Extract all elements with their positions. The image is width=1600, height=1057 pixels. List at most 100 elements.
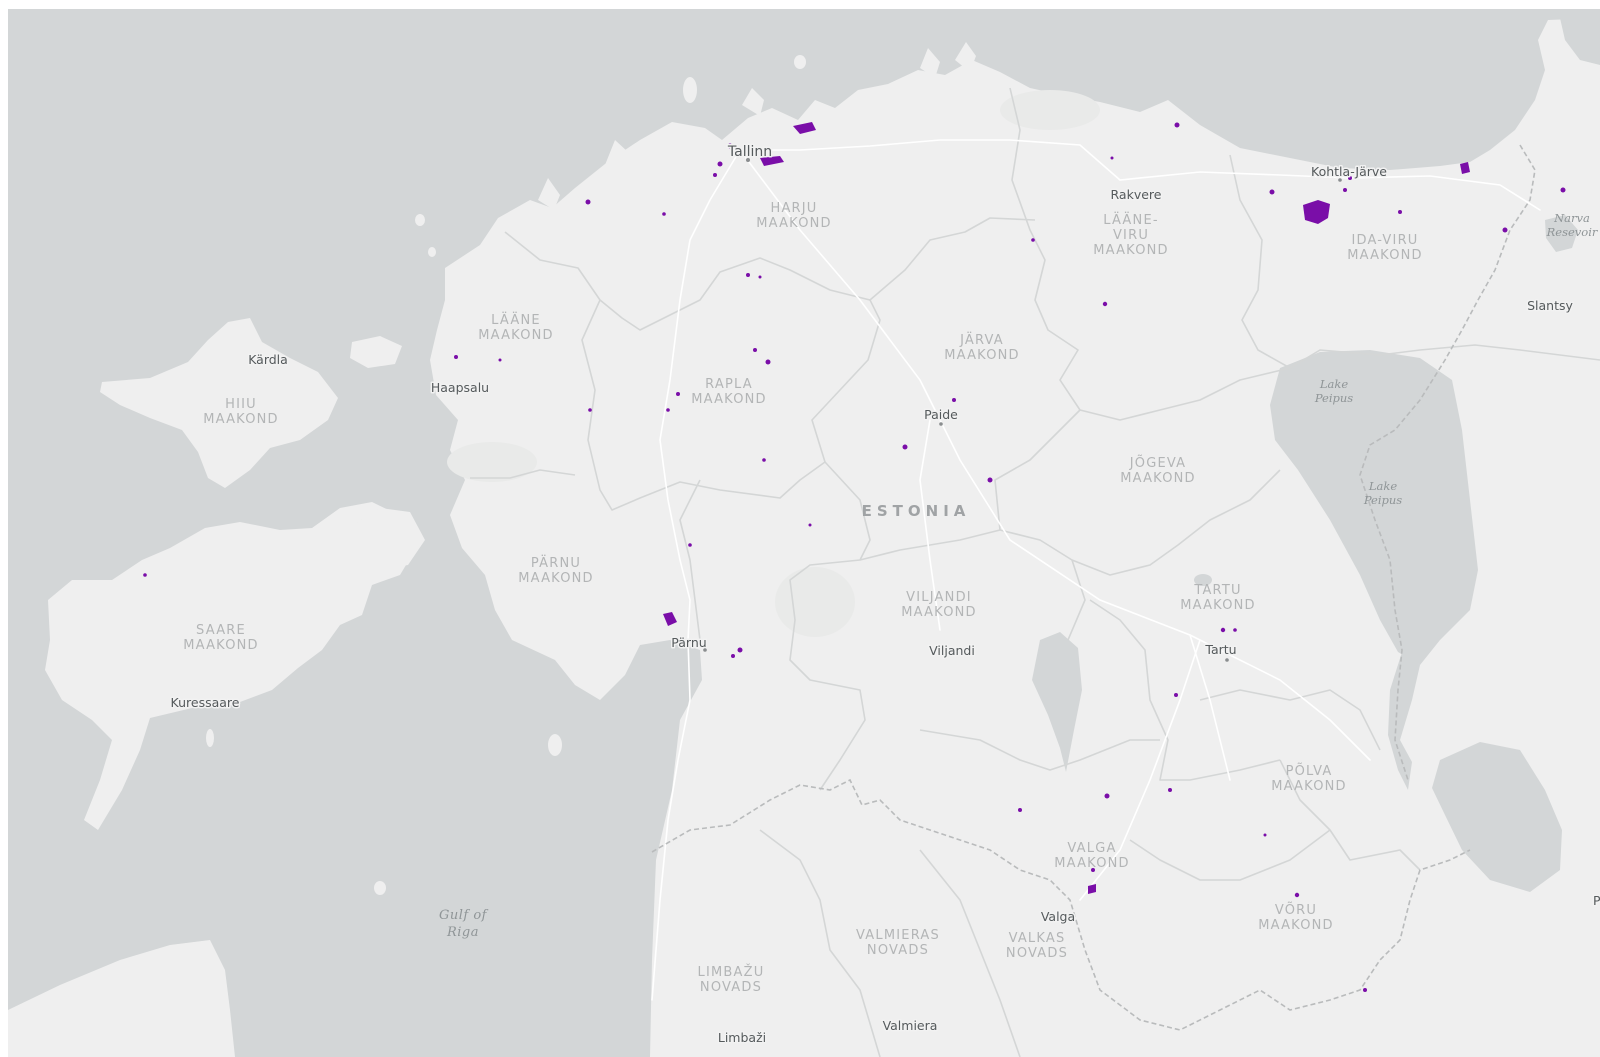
small-island-1 — [374, 881, 386, 895]
county-label-polva: PÕLVA — [1286, 763, 1333, 779]
city-label-edge-p: P — [1593, 893, 1600, 908]
county-labels: HARJU MAAKOND LÄÄNE- VIRU MAAKOND IDA-VI… — [183, 201, 1423, 995]
city-label-rakvere: Rakvere — [1111, 187, 1162, 202]
county-label-valkas-2: NOVADS — [1006, 946, 1068, 961]
county-label-voru-2: MAAKOND — [1258, 918, 1334, 933]
muhu-island — [345, 508, 425, 570]
county-label-ida-viru: IDA-VIRU — [1351, 233, 1418, 248]
feature-narva-coast — [1460, 162, 1470, 174]
highlighted-features — [143, 122, 1566, 992]
city-label-kohtla-jarve: Kohtla-Järve — [1311, 164, 1387, 179]
county-label-laane-2: MAAKOND — [478, 328, 554, 343]
feature-valga — [1088, 884, 1096, 894]
water-label-narva-line1: Narva — [1553, 211, 1590, 225]
narva-reservoir — [1545, 215, 1578, 252]
county-label-viljandi-2: MAAKOND — [901, 605, 977, 620]
north-peninsula-2 — [605, 140, 628, 172]
northern-shaded-area — [1000, 90, 1100, 130]
county-label-valmieras-2: NOVADS — [867, 943, 929, 958]
vormsi-island — [350, 336, 402, 368]
north-peninsula-4 — [920, 48, 940, 78]
county-label-hiiu-2: MAAKOND — [203, 412, 279, 427]
county-label-tartu: TARTU — [1193, 583, 1241, 598]
county-label-parnu: PÄRNU — [531, 555, 581, 571]
city-label-valga: Valga — [1041, 909, 1075, 924]
county-label-polva-2: MAAKOND — [1271, 779, 1347, 794]
water-label-narva-line2: Resevoir — [1546, 225, 1599, 239]
mainland-landmass — [430, 18, 1600, 1057]
hiiumaa-island — [100, 318, 338, 488]
country-label-estonia: ESTONIA — [862, 502, 971, 520]
water-label-gulf-riga-line1: Gulf of — [439, 908, 489, 923]
naissaar-island — [683, 77, 697, 103]
county-label-rapla: RAPLA — [705, 377, 753, 392]
city-label-limbazi: Limbaži — [718, 1030, 766, 1045]
county-label-jarva: JÄRVA — [959, 332, 1004, 348]
north-peninsula-1 — [538, 178, 560, 210]
small-island-4 — [428, 247, 436, 257]
feature-parnu — [663, 612, 677, 626]
county-label-jogeva-2: MAAKOND — [1120, 471, 1196, 486]
latvia-southwest-landmass — [8, 940, 235, 1057]
county-label-valmieras: VALMIERAS — [856, 928, 940, 943]
city-label-paide: Paide — [924, 407, 958, 422]
lake-pskov — [1432, 742, 1562, 892]
city-label-viljandi: Viljandi — [929, 643, 975, 658]
county-label-tartu-2: MAAKOND — [1180, 598, 1256, 613]
city-label-tartu: Tartu — [1204, 642, 1236, 657]
roads — [651, 139, 1541, 1001]
small-island-3 — [415, 214, 425, 226]
county-boundaries — [470, 87, 1600, 1057]
lake-peipus — [1270, 350, 1478, 665]
county-label-harju: HARJU — [770, 201, 817, 216]
city-markers — [703, 158, 1342, 662]
city-label-valmiera: Valmiera — [883, 1018, 938, 1033]
water-label-peipus-1-line2: Peipus — [1314, 391, 1353, 405]
water-label-peipus-2-line1: Lake — [1368, 479, 1397, 493]
county-label-hiiu: HIIU — [225, 397, 257, 412]
feature-ida-viru-large — [1303, 200, 1330, 224]
county-label-voru: VÕRU — [1275, 902, 1317, 918]
kihnu-island — [548, 734, 562, 756]
water-label-peipus-1-line1: Lake — [1319, 377, 1348, 391]
county-label-parnu-2: MAAKOND — [518, 571, 594, 586]
city-label-tallinn: Tallinn — [727, 144, 772, 160]
city-label-parnu: Pärnu — [671, 635, 706, 650]
county-label-valga: VALGA — [1067, 841, 1116, 856]
county-label-limbazu: LIMBAŽU — [698, 964, 765, 980]
county-label-saare-2: MAAKOND — [183, 638, 259, 653]
feature-tallinn-2 — [760, 156, 784, 166]
national-borders — [651, 144, 1536, 1031]
county-label-valga-2: MAAKOND — [1054, 856, 1130, 871]
county-label-limbazu-2: NOVADS — [700, 980, 762, 995]
county-label-laane-viru: LÄÄNE- — [1103, 212, 1159, 228]
city-label-kuressaare: Kuressaare — [171, 695, 240, 710]
small-lake — [1194, 574, 1212, 586]
county-label-ida-viru-2: MAAKOND — [1347, 248, 1423, 263]
city-labels: Tallinn Kohtla-Järve Rakvere Slantsy Kär… — [169, 143, 1600, 1047]
water-label-peipus-2-line2: Peipus — [1363, 493, 1402, 507]
county-label-harju-2: MAAKOND — [756, 216, 832, 231]
small-island-2 — [206, 729, 214, 747]
county-label-valkas: VALKAS — [1009, 931, 1066, 946]
soomaa-shaded-area — [775, 567, 855, 637]
water-label-gulf-riga-line2: Riga — [446, 925, 479, 940]
lake-vortsjarv — [1032, 632, 1082, 772]
north-peninsula-3 — [742, 88, 764, 116]
county-label-laane-viru-2: VIRU — [1113, 228, 1149, 243]
saaremaa-island — [45, 502, 418, 830]
county-label-laane-viru-3: MAAKOND — [1093, 243, 1169, 258]
matsalu-shaded-area — [447, 442, 537, 482]
county-label-jarva-2: MAAKOND — [944, 348, 1020, 363]
county-label-jogeva: JÕGEVA — [1129, 455, 1187, 471]
county-label-rapla-2: MAAKOND — [691, 392, 767, 407]
city-label-haapsalu: Haapsalu — [431, 380, 489, 395]
county-label-saare: SAARE — [196, 623, 246, 638]
feature-tallinn-1 — [793, 122, 816, 134]
lake-pihkva — [1388, 652, 1420, 790]
city-label-kardla: Kärdla — [248, 352, 288, 367]
gulf-upper-right-water — [1560, 18, 1600, 65]
county-label-laane: LÄÄNE — [491, 312, 541, 328]
